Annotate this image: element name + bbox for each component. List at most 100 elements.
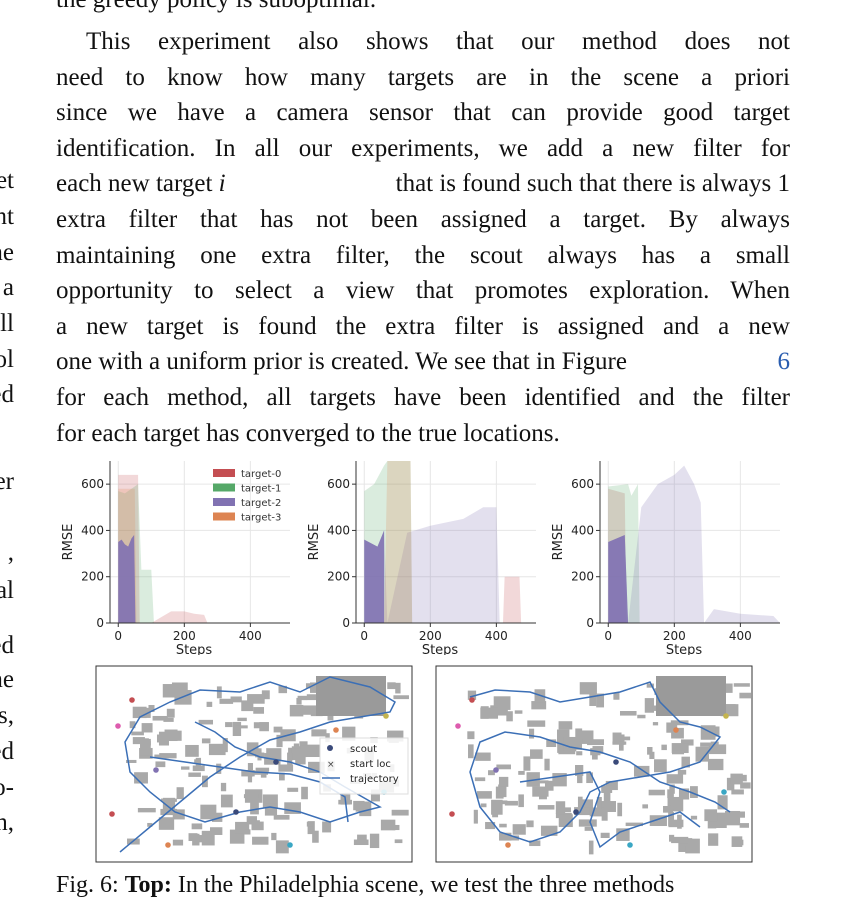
target-marker — [383, 713, 389, 719]
target-marker — [115, 723, 121, 729]
building — [305, 683, 311, 689]
math-variable-i: i — [218, 170, 226, 198]
x-axis-label: Steps — [176, 643, 213, 655]
trajectory-maps: scout × start loc trajectory — [95, 665, 753, 863]
x-tick-label: 400 — [485, 629, 508, 643]
building — [537, 805, 555, 810]
target-marker — [505, 842, 511, 848]
building — [576, 751, 583, 756]
building — [677, 814, 682, 829]
building — [392, 824, 400, 831]
legend-swatch — [213, 498, 235, 506]
building — [596, 796, 602, 810]
building — [137, 807, 156, 813]
y-tick-label: 400 — [571, 523, 594, 537]
building — [527, 720, 546, 727]
building — [667, 789, 674, 799]
building — [287, 752, 293, 768]
left-column-fragment: nt — [0, 203, 14, 230]
target-marker — [165, 842, 171, 848]
building — [625, 822, 643, 827]
building — [230, 696, 242, 703]
left-column-fragment: ne — [0, 666, 14, 693]
building — [276, 734, 283, 748]
building — [475, 752, 491, 761]
building — [278, 764, 294, 772]
building — [126, 759, 137, 763]
paper-text-line: a new target is found the extra filter i… — [56, 312, 790, 340]
building — [387, 682, 396, 690]
building — [670, 720, 689, 726]
building — [310, 682, 317, 693]
x-axis-label: Steps — [422, 643, 459, 655]
building — [480, 706, 489, 719]
top-fragment: the greedy policy is suboptimal. — [56, 0, 790, 18]
building — [512, 824, 526, 835]
building — [700, 742, 715, 747]
scout-legend-label: scout — [350, 744, 377, 755]
legend-label: target-1 — [241, 484, 281, 495]
building — [201, 738, 211, 744]
building — [671, 750, 685, 755]
building — [707, 758, 724, 771]
series-area-target-2 — [364, 507, 536, 623]
building — [731, 789, 744, 795]
legend-box — [319, 737, 409, 795]
target-marker — [455, 723, 461, 729]
building — [306, 821, 314, 827]
building — [220, 794, 233, 808]
left-column-fragment: ed — [0, 738, 14, 765]
building — [387, 730, 404, 742]
building — [592, 754, 598, 760]
building — [220, 782, 227, 792]
series-area-solid-target-2 — [364, 530, 385, 623]
building — [191, 823, 203, 830]
building — [518, 770, 525, 775]
building — [575, 728, 583, 740]
building — [584, 826, 593, 831]
paper-text-line: opportunity to select a view that promot… — [56, 277, 790, 305]
building — [185, 744, 199, 757]
building — [158, 731, 169, 746]
target-markers — [449, 697, 729, 848]
building — [646, 683, 654, 688]
x-tick-label: 0 — [360, 629, 368, 643]
series-area-target-1 — [118, 484, 290, 623]
building — [690, 815, 698, 820]
figure-caption: Fig. 6: Top: In the Philadelphia scene, … — [56, 872, 816, 899]
left-column-fragment: ill — [0, 310, 14, 337]
y-tick-label: 600 — [81, 477, 104, 491]
building — [308, 761, 325, 773]
building — [601, 809, 608, 821]
building — [681, 739, 694, 746]
building — [652, 722, 659, 726]
building — [739, 823, 749, 828]
building — [739, 692, 752, 699]
building — [295, 751, 306, 765]
building — [531, 701, 547, 710]
building — [152, 715, 168, 721]
building — [589, 807, 605, 817]
building — [141, 723, 153, 733]
left-column-fragments: etntneailloleder,alednes,edo-n, — [0, 0, 14, 889]
building — [342, 726, 356, 741]
building — [188, 772, 201, 777]
series-area-target-1 — [364, 461, 536, 623]
building — [601, 801, 616, 812]
building — [504, 800, 518, 806]
building — [201, 830, 215, 846]
figure-reference-link[interactable]: 6 — [777, 348, 791, 376]
target-marker — [233, 809, 239, 815]
building — [278, 685, 288, 694]
building — [164, 729, 178, 742]
y-tick-label: 600 — [327, 477, 350, 491]
paper-text-line: identification. In all our experiments, … — [56, 134, 790, 162]
building — [264, 803, 278, 816]
text-span: each new target — [56, 170, 213, 198]
series-area-target-3 — [364, 461, 536, 623]
building — [654, 759, 667, 773]
building — [271, 832, 277, 841]
